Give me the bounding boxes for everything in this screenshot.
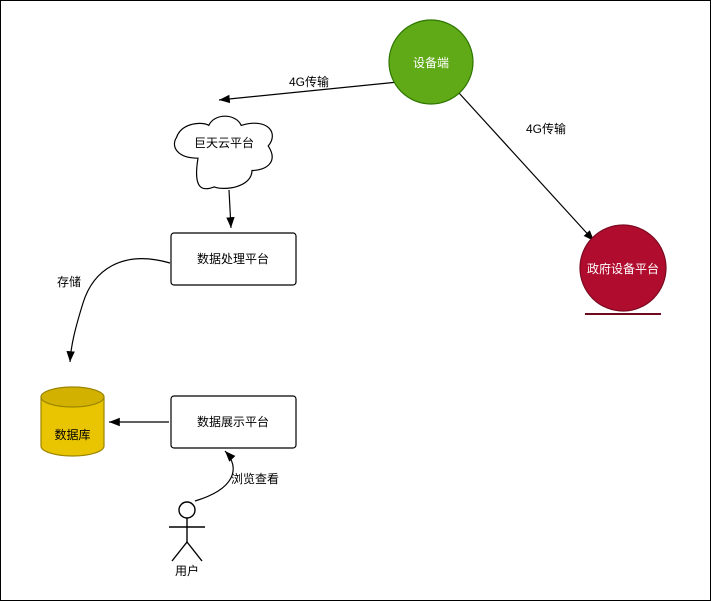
db-node: 数据库: [40, 386, 105, 457]
user-label: 用户: [175, 563, 199, 578]
process-rect: [170, 232, 297, 286]
cloud-shape: [173, 115, 273, 190]
edge-device-to-cloud: 4G传输: [218, 74, 399, 104]
db-top: [40, 386, 105, 408]
device-label: 设备端: [413, 56, 449, 70]
edge-user-to-display: 浏览查看: [194, 450, 279, 502]
edge-label-user-to-display: 浏览查看: [231, 471, 279, 486]
edge-label-device-to-cloud: 4G传输: [289, 74, 329, 89]
db-label: 数据库: [54, 427, 90, 442]
edge-cloud-to-process: [226, 189, 235, 229]
gov-circle: [579, 224, 667, 312]
display-rect: [170, 395, 297, 449]
process-node: 数据处理平台: [170, 232, 297, 286]
user-leg-right: [186, 541, 203, 562]
user-head: [178, 501, 196, 519]
db-body: [40, 396, 105, 457]
display-node: 数据展示平台: [170, 395, 297, 449]
process-label: 数据处理平台: [197, 251, 269, 266]
device-circle: [388, 19, 474, 105]
cloud-node: 巨天云平台: [173, 115, 273, 190]
user-leg-left: [171, 541, 188, 562]
display-label: 数据展示平台: [197, 414, 269, 429]
edge-device-to-gov: 4G传输: [458, 92, 595, 242]
edge-process-to-db: 存储: [57, 258, 171, 363]
gov-label: 政府设备平台: [587, 261, 659, 276]
gov-node: 政府设备平台: [579, 224, 667, 315]
device-node: 设备端: [388, 19, 474, 105]
edge-label-process-to-db: 存储: [57, 274, 81, 289]
cloud-label: 巨天云平台: [194, 135, 254, 150]
user-node: 用户: [169, 501, 205, 578]
edge-label-device-to-gov: 4G传输: [526, 121, 566, 136]
